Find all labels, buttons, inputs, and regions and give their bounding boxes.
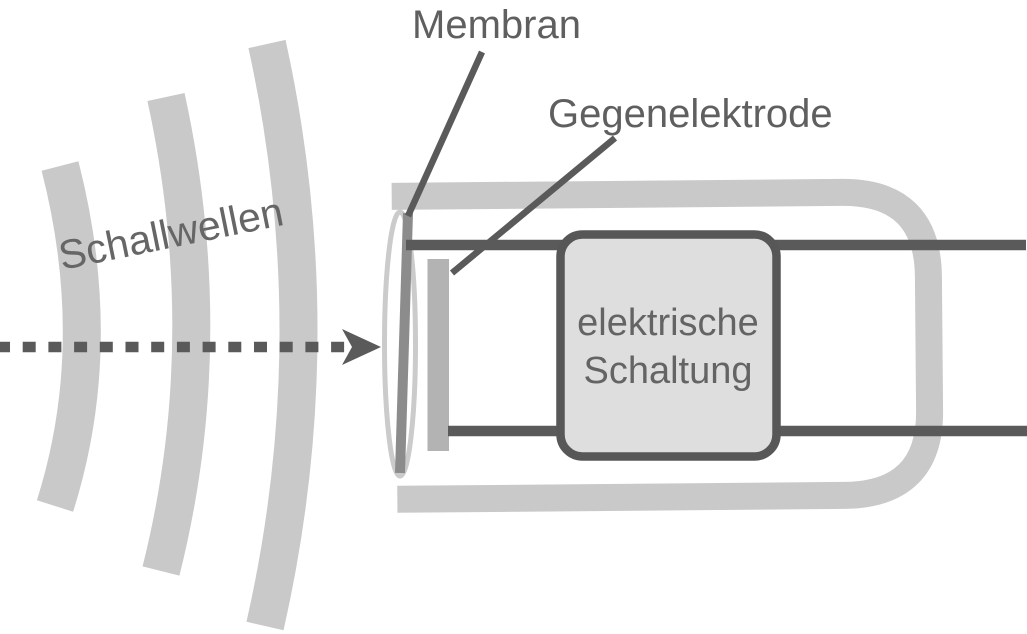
sound-waves-group: Schallwellen [36,39,318,631]
counter-electrode-bar [427,259,449,451]
microphone-body-outline [391,178,944,513]
membrane-lens-outline [382,209,418,479]
circuit-label-line2: Schaltung [583,350,752,392]
sound-wave-arc-1 [36,161,101,512]
circuit-box [556,230,781,461]
sound-wave-arc-2 [142,92,211,576]
membrane-label: Membran [412,3,581,47]
sound-wave-arc-3 [246,39,318,631]
sound-direction-arrowhead [342,329,381,365]
callout-labels-group: Membran Gegenelektrode [405,3,833,276]
counter-electrode-pointer-line [449,135,618,276]
sound-direction-group [0,329,381,365]
circuit-label-line1: elektrische [577,302,759,344]
membrane-pointer-line [405,50,485,218]
membrane-foil [395,212,413,474]
circuit-group: elektrische Schaltung [556,230,781,461]
counter-electrode-label: Gegenelektrode [548,92,833,136]
microphone-body-group [391,178,944,513]
capsule-group [382,209,449,479]
